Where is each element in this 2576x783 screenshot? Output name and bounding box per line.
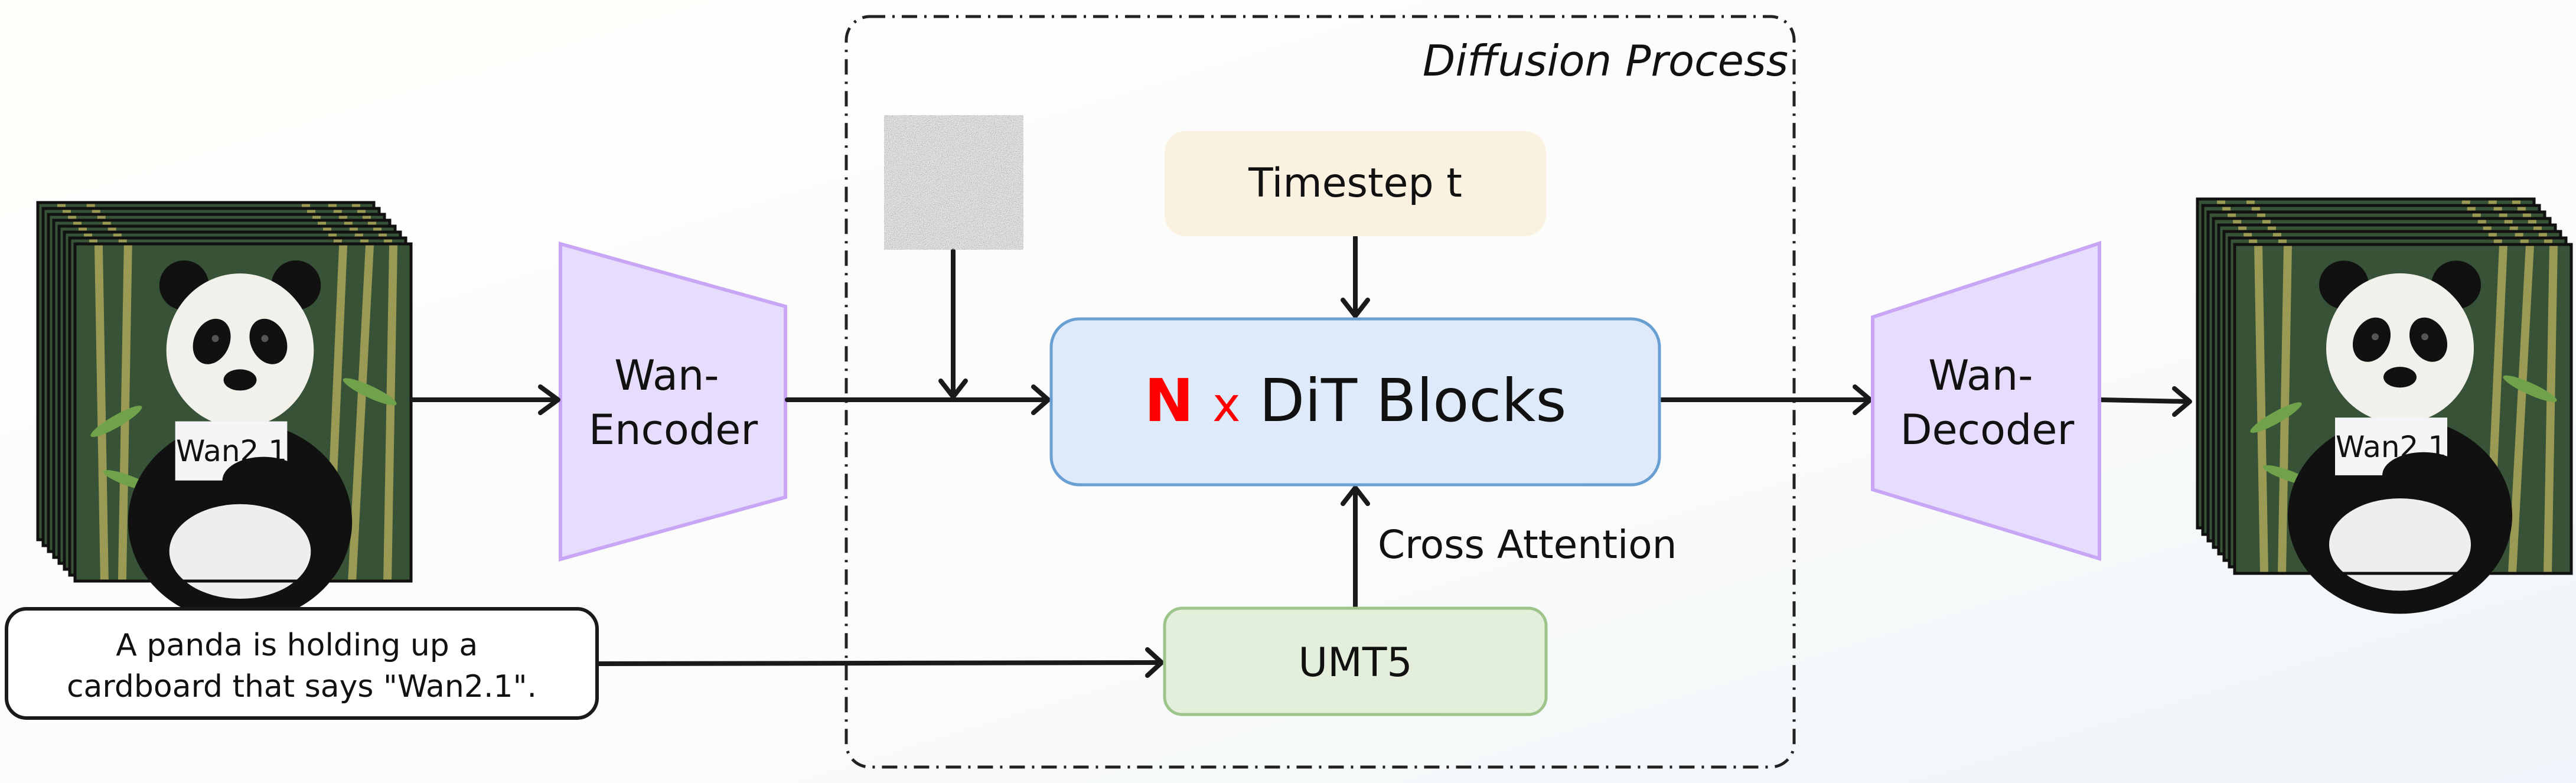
output-video-frames: Wan2.1 <box>2197 199 2571 614</box>
output-panda-sign-text: Wan2.1 <box>2336 430 2447 464</box>
text-prompt-line1: A panda is holding up a <box>116 628 478 663</box>
dit-x: x <box>1212 377 1240 432</box>
diffusion-process-frame <box>844 15 1796 769</box>
diffusion-process-label: Diffusion Process <box>1423 36 1788 86</box>
text-prompt-box <box>5 607 599 720</box>
wan-decoder-line1: Wan- <box>1928 351 2033 400</box>
timestep-label: Timestep t <box>1248 160 1462 207</box>
dit-blocks-label: N x DiT Blocks <box>1144 366 1567 435</box>
umt5-block <box>1163 606 1548 716</box>
video-frame <box>2235 244 2571 614</box>
wan-decoder-block <box>1871 240 2101 562</box>
dit-n: N <box>1144 366 1194 435</box>
noise-latent-image <box>884 115 1023 250</box>
input-video-frames: Wan2.1 <box>38 203 411 622</box>
wan-encoder-label: Wan- Encoder <box>589 351 758 454</box>
umt5-label: UMT5 <box>1298 640 1412 686</box>
arrow-decoder-to-video <box>2098 397 2190 404</box>
wan-encoder-line2: Encoder <box>589 406 758 454</box>
dit-blocks <box>1049 317 1661 487</box>
arrows <box>409 235 2192 678</box>
arrow-prompt-to-umt5 <box>596 660 1163 666</box>
cross-attention-label: Cross Attention <box>1378 522 1677 567</box>
wan-encoder-line1: Wan- <box>614 351 719 400</box>
video-frame <box>75 244 411 622</box>
dit-label: DiT Blocks <box>1259 366 1566 435</box>
wan-decoder-label: Wan- Decoder <box>1900 351 2075 454</box>
text-prompt: A panda is holding up a cardboard that s… <box>67 628 537 704</box>
input-panda-sign-text: Wan2.1 <box>176 434 287 468</box>
text-prompt-line2: cardboard that says "Wan2.1". <box>67 669 537 704</box>
timestep-block <box>1165 131 1546 236</box>
wan-encoder-block <box>559 242 787 562</box>
wan-decoder-line2: Decoder <box>1900 406 2075 454</box>
